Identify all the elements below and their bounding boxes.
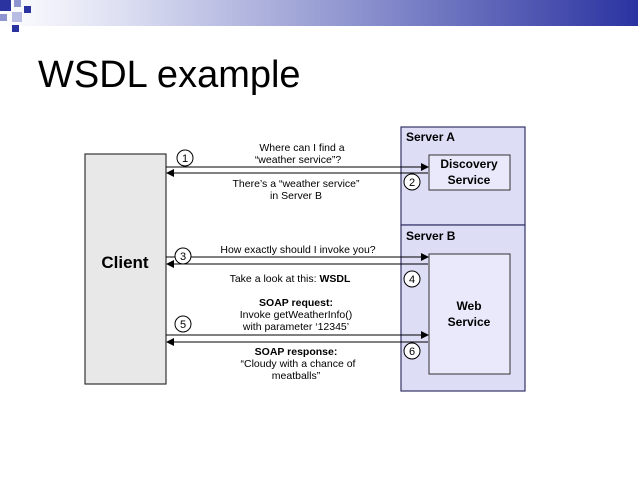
step-3-marker: 3 — [174, 247, 192, 265]
discovery-service-box — [428, 154, 511, 191]
client-box — [84, 153, 167, 385]
step-1-marker: 1 — [176, 149, 194, 167]
step-6-number: 6 — [409, 346, 415, 358]
step-4-marker: 4 — [403, 270, 421, 288]
step-4-number: 4 — [409, 274, 415, 286]
message-5-line-2: Invoke getWeatherInfo() — [240, 309, 352, 321]
step-5-number: 5 — [180, 319, 186, 331]
server-a-label: Server A — [406, 130, 455, 144]
message-4-line-1: Take a look at this: WSDL — [230, 273, 351, 285]
message-6-line-3: meatballs” — [272, 370, 321, 382]
discovery-service-label-2: Service — [448, 173, 491, 187]
header-band — [0, 0, 638, 26]
slide-title: WSDL example — [38, 54, 301, 96]
step-2-marker: 2 — [403, 173, 421, 191]
message-1-line-2: “weather service”? — [255, 154, 342, 166]
message-5-line-1: SOAP request: — [259, 297, 333, 309]
step-1-number: 1 — [182, 153, 188, 165]
message-1-line-1: Where can I find a — [259, 142, 344, 154]
message-2-line-1: There’s a “weather service” — [232, 178, 360, 190]
decor-square — [0, 0, 11, 11]
discovery-service-label-1: Discovery — [440, 157, 498, 171]
server-b-label: Server B — [406, 229, 456, 243]
decor-square — [0, 14, 7, 21]
client-label: Client — [101, 253, 149, 272]
step-2-number: 2 — [409, 177, 415, 189]
web-service-label-1: Web — [456, 299, 481, 313]
decor-square — [12, 12, 22, 22]
step-6-marker: 6 — [403, 342, 421, 360]
message-6-line-1: SOAP response: — [255, 346, 338, 358]
step-5-marker: 5 — [174, 315, 192, 333]
message-3-line-1: How exactly should I invoke you? — [220, 244, 375, 256]
message-6-line-2: “Cloudy with a chance of — [241, 358, 356, 370]
message-5-line-3: with parameter ‘12345’ — [242, 321, 349, 333]
decor-square — [12, 25, 19, 32]
message-2-line-2: in Server B — [270, 190, 322, 202]
decor-square — [24, 6, 31, 13]
web-service-label-2: Service — [448, 315, 491, 329]
decorative-squares — [0, 0, 40, 40]
decor-square — [14, 0, 21, 7]
step-3-number: 3 — [180, 251, 186, 263]
web-service-box — [428, 253, 511, 375]
